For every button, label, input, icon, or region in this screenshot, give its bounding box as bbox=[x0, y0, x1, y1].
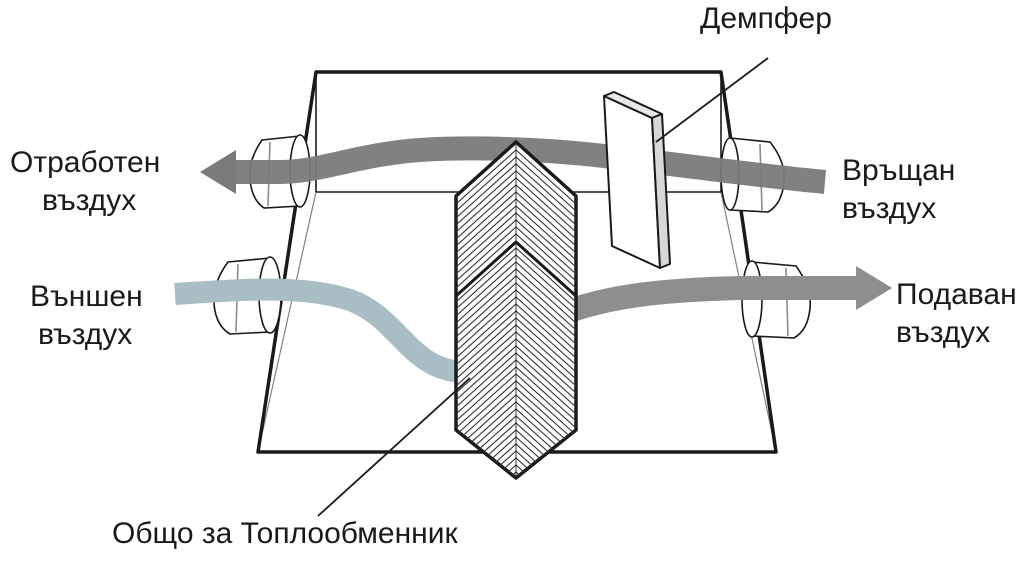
exhaust-label-line2: въздух bbox=[42, 184, 137, 217]
supply-label-line1: Подаван bbox=[896, 278, 1017, 311]
heat-exchanger-core bbox=[454, 140, 578, 533]
core-label-text: Общо за Топлообменник bbox=[112, 517, 458, 550]
supply-arrow-head bbox=[856, 266, 892, 310]
core-leader-line bbox=[317, 377, 471, 517]
outdoor-label-line1: Външен bbox=[30, 280, 143, 313]
damper-plate bbox=[603, 91, 671, 269]
label-supply-air: Подаван въздух bbox=[896, 276, 1017, 352]
outdoor-airflow-band bbox=[174, 278, 467, 383]
exhaust-arrow-head bbox=[200, 150, 236, 194]
label-return-air: Връщан въздух bbox=[842, 152, 955, 228]
return-label-line1: Връщан bbox=[842, 154, 956, 187]
label-outdoor-air: Външен въздух bbox=[30, 278, 143, 354]
damper-leader-line bbox=[655, 57, 769, 143]
supply-label-line2: въздух bbox=[896, 316, 991, 349]
return-label-line2: въздух bbox=[842, 192, 937, 225]
exhaust-airflow-band bbox=[232, 136, 827, 194]
damper-label-text: Демпфер bbox=[700, 2, 832, 35]
label-damper: Демпфер bbox=[700, 0, 832, 38]
supply-airflow-band bbox=[541, 276, 860, 331]
exhaust-label-line1: Отработен bbox=[10, 146, 161, 179]
core-fin-line bbox=[456, 471, 576, 478]
outdoor-label-line2: въздух bbox=[38, 318, 133, 351]
label-exhaust-air: Отработен въздух bbox=[10, 144, 160, 220]
core-fin-line bbox=[456, 479, 576, 533]
label-heat-exchanger-core: Общо за Топлообменник bbox=[112, 515, 458, 553]
